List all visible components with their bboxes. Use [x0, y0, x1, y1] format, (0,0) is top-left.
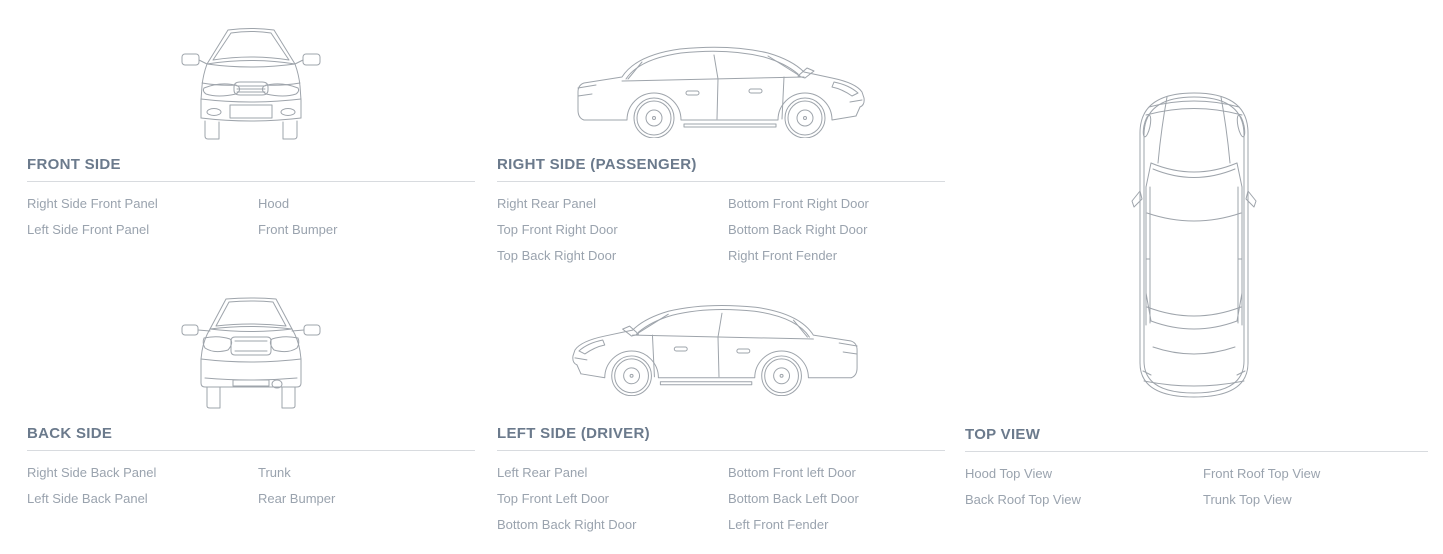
right-side-panel-list: Right Rear Panel Bottom Front Right Door…	[497, 191, 945, 269]
section-left-side: LEFT SIDE (DRIVER) Left Rear Panel Botto…	[497, 425, 945, 538]
section-divider	[27, 450, 475, 451]
panel-label-hood-top-view[interactable]: Hood Top View	[965, 466, 1052, 481]
front-side-panel-list: Right Side Front Panel Hood Left Side Fr…	[27, 191, 475, 243]
panel-label-bottom-front-left-door[interactable]: Bottom Front left Door	[728, 465, 856, 480]
panel-label-right-side-back-panel[interactable]: Right Side Back Panel	[27, 465, 157, 480]
panel-label-front-roof-top-view[interactable]: Front Roof Top View	[1203, 466, 1321, 481]
panel-label-top-front-left-door[interactable]: Top Front Left Door	[497, 491, 609, 506]
panel-label-back-roof-top-view[interactable]: Back Roof Top View	[965, 492, 1081, 507]
panel-label-bottom-back-right-door[interactable]: Bottom Back Right Door	[497, 517, 637, 532]
panel-label-left-side-back-panel[interactable]: Left Side Back Panel	[27, 491, 148, 506]
panel-label-right-side-front-panel[interactable]: Right Side Front Panel	[27, 196, 158, 211]
section-title-front-side: FRONT SIDE	[27, 156, 121, 173]
section-divider	[27, 181, 475, 182]
panel-label-top-front-right-door[interactable]: Top Front Right Door	[497, 222, 618, 237]
panel-label-trunk[interactable]: Trunk	[258, 465, 291, 480]
car-back-view-icon	[178, 295, 324, 411]
section-divider	[965, 451, 1428, 452]
panel-label-right-rear-panel[interactable]: Right Rear Panel	[497, 196, 596, 211]
panel-label-left-rear-panel[interactable]: Left Rear Panel	[497, 465, 588, 480]
top-view-panel-list: Hood Top View Front Roof Top View Back R…	[965, 461, 1428, 513]
car-left-side-view-icon	[569, 298, 867, 396]
section-title-right-side: RIGHT SIDE (PASSENGER)	[497, 156, 697, 173]
car-top-view-icon	[1131, 85, 1257, 403]
section-top-view: TOP VIEW Hood Top View Front Roof Top Vi…	[965, 426, 1428, 513]
panel-label-bottom-front-right-door[interactable]: Bottom Front Right Door	[728, 196, 869, 211]
section-title-back-side: BACK SIDE	[27, 425, 113, 442]
section-front-side: FRONT SIDE Right Side Front Panel Hood L…	[27, 156, 475, 243]
panel-label-trunk-top-view[interactable]: Trunk Top View	[1203, 492, 1292, 507]
panel-label-front-bumper[interactable]: Front Bumper	[258, 222, 338, 237]
panel-label-bottom-back-left-door[interactable]: Bottom Back Left Door	[728, 491, 859, 506]
panel-label-right-front-fender[interactable]: Right Front Fender	[728, 248, 838, 263]
section-back-side: BACK SIDE Right Side Back Panel Trunk Le…	[27, 425, 475, 512]
panel-label-rear-bumper[interactable]: Rear Bumper	[258, 491, 336, 506]
panel-label-left-front-fender[interactable]: Left Front Fender	[728, 517, 829, 532]
section-title-left-side: LEFT SIDE (DRIVER)	[497, 425, 650, 442]
panel-label-top-back-right-door[interactable]: Top Back Right Door	[497, 248, 617, 263]
section-right-side: RIGHT SIDE (PASSENGER) Right Rear Panel …	[497, 156, 945, 269]
back-side-panel-list: Right Side Back Panel Trunk Left Side Ba…	[27, 460, 475, 512]
car-front-view-icon	[178, 26, 324, 142]
panel-label-left-side-front-panel[interactable]: Left Side Front Panel	[27, 222, 150, 237]
section-title-top-view: TOP VIEW	[965, 426, 1041, 443]
panel-label-bottom-back-right-door[interactable]: Bottom Back Right Door	[728, 222, 868, 237]
section-divider	[497, 450, 945, 451]
section-divider	[497, 181, 945, 182]
left-side-panel-list: Left Rear Panel Bottom Front left Door T…	[497, 460, 945, 538]
panel-label-hood[interactable]: Hood	[258, 196, 290, 211]
car-right-side-view-icon	[568, 40, 868, 138]
